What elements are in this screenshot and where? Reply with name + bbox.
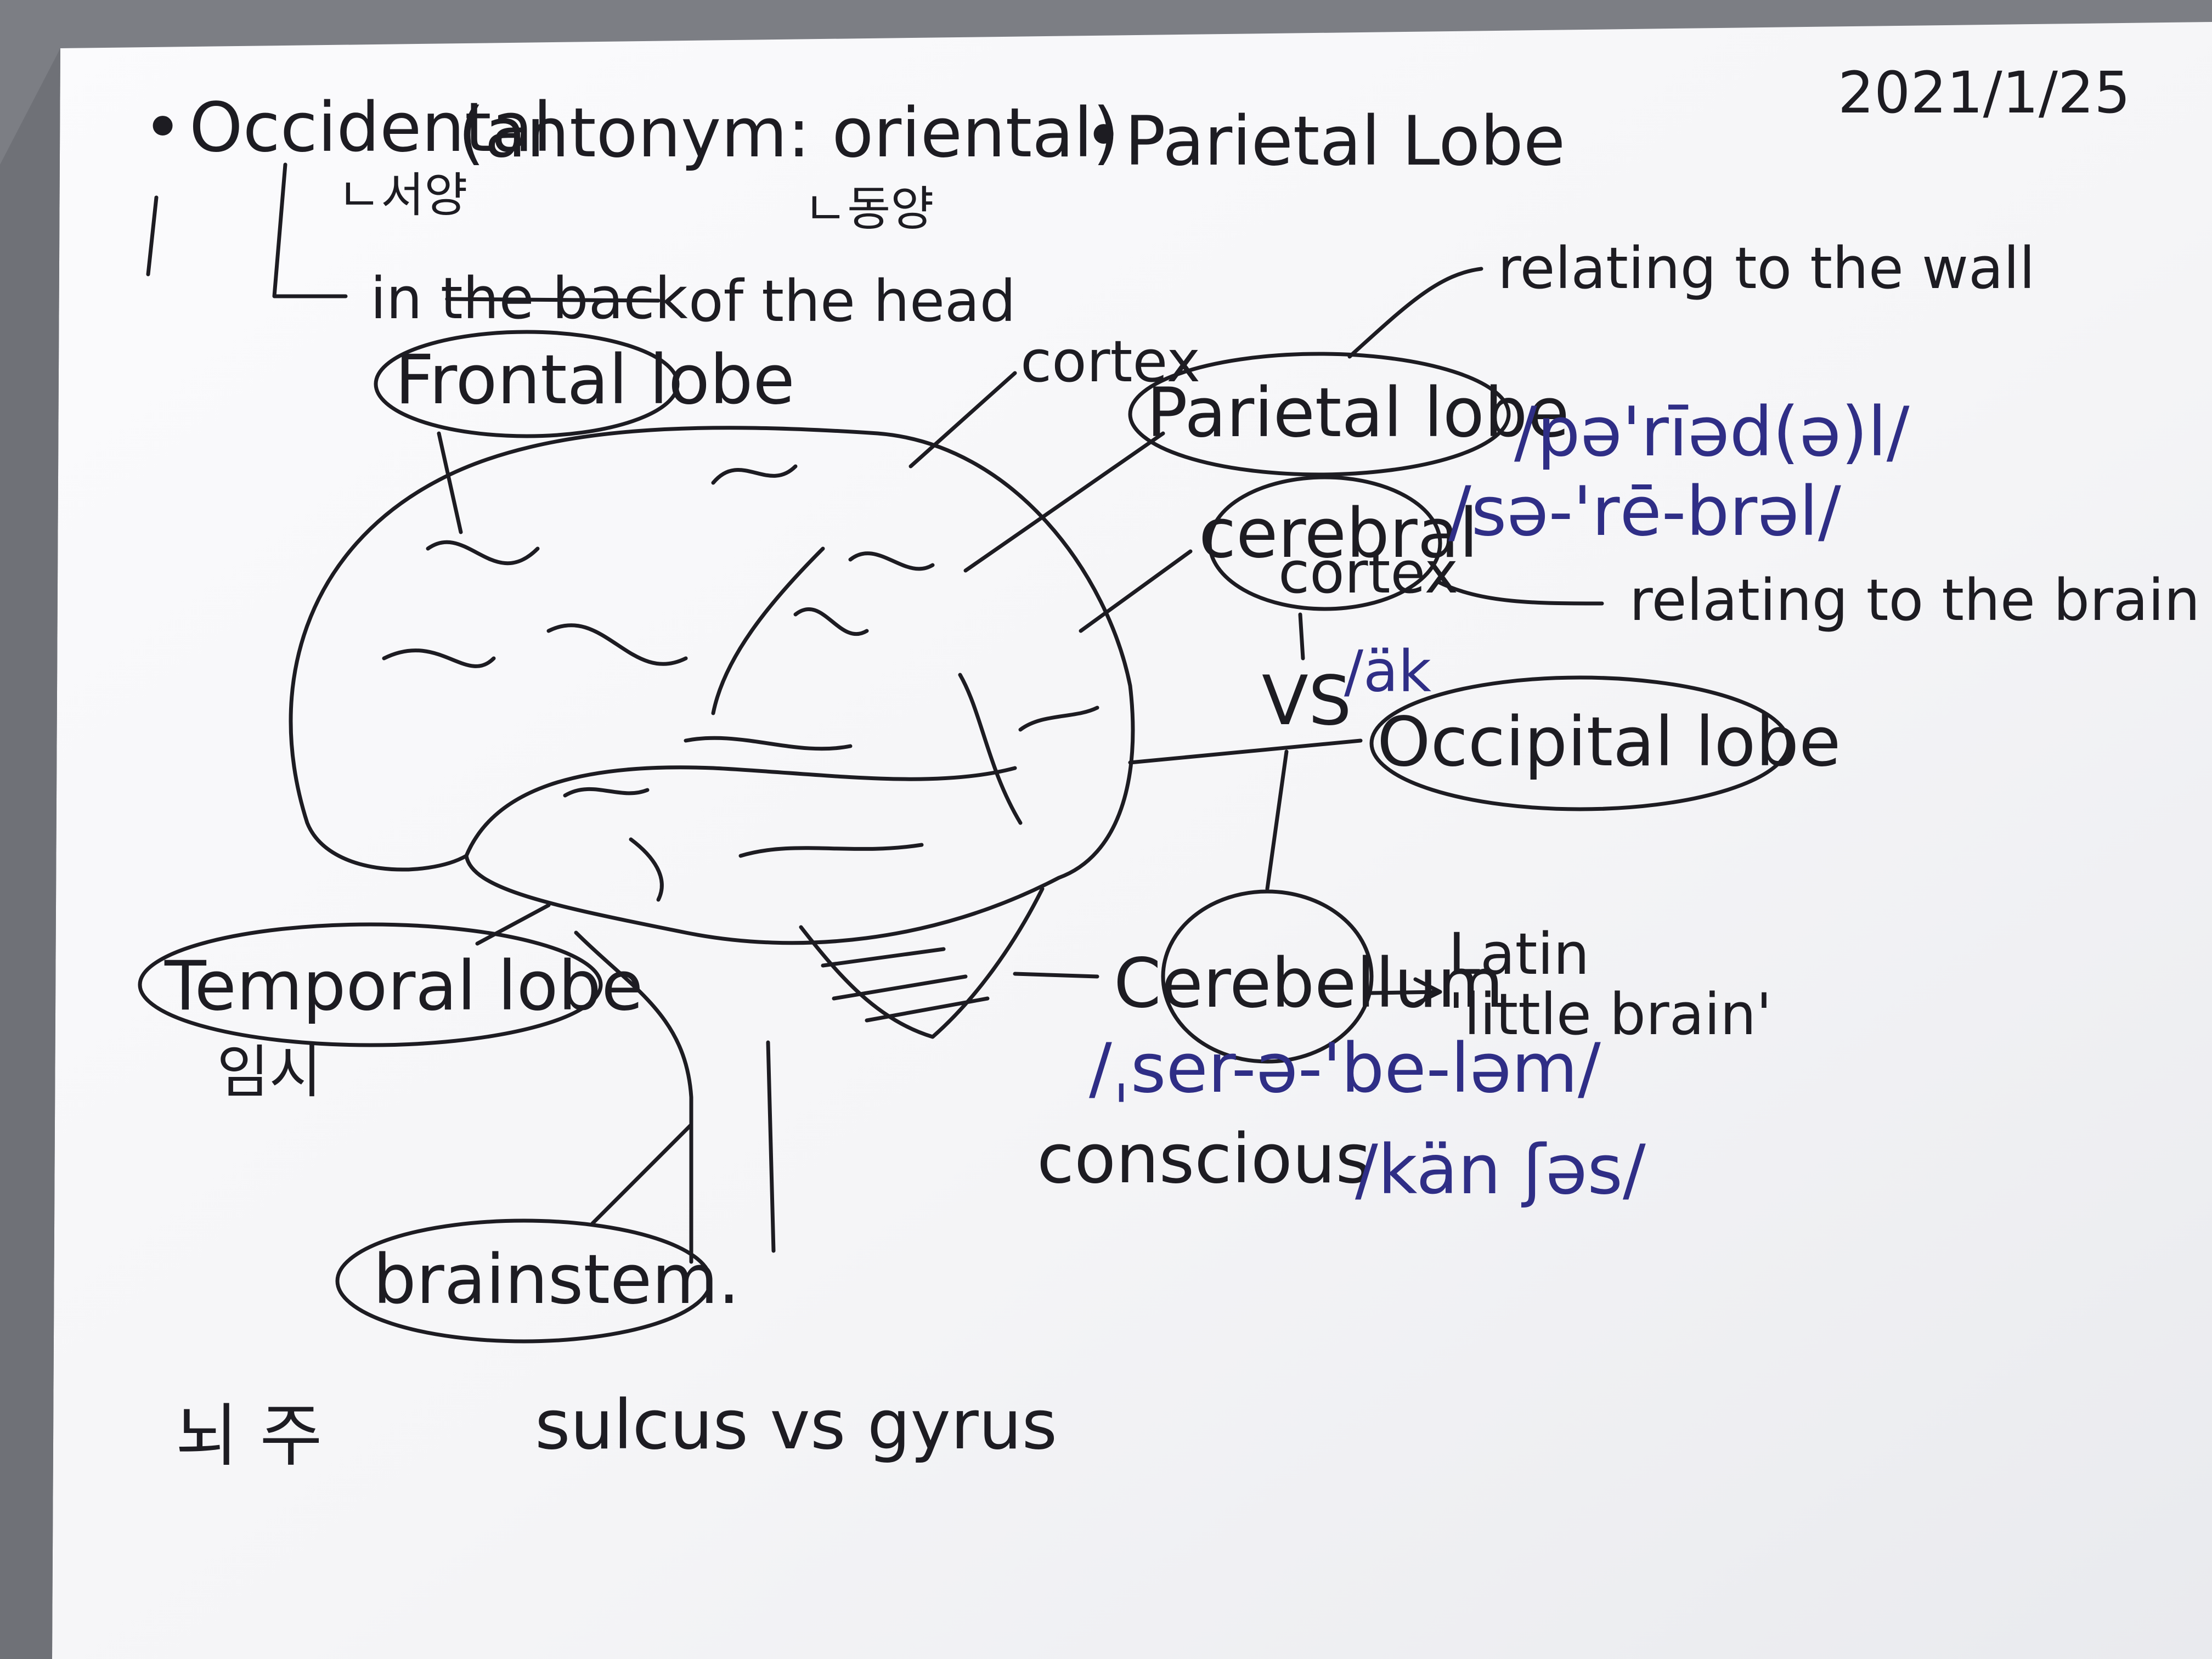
parietal-bullet: • [1084,97,1124,176]
occidental-bullet: • [143,88,183,167]
wall-meaning: relating to the wall [1498,235,2035,302]
cerebral-label: cerebral [1199,494,1478,573]
parietal-lobe-oval [1128,352,1511,477]
brainstem-label: brainstem. [373,1240,740,1319]
temporal-korean: 임시 [217,1039,321,1105]
paper-shadow [0,48,60,1659]
occidental-word: Occidental [189,88,552,167]
parietal-heading: Parietal Lobe [1125,102,1565,181]
sulcus-gyrus: sulcus vs gyrus [535,1386,1057,1465]
latin-arrow [1369,977,1442,1006]
cerebral-leader [1079,549,1193,633]
cerebellum-ipa: /ˌser-ə-'be-ləm/ [1089,1029,1601,1108]
wall-leader [1347,267,1483,359]
cerebellum-leader [1013,972,1099,979]
korean-bottom: 뇌 주 [176,1397,323,1476]
latin-label: Latin [1448,921,1589,988]
parietal-leader [963,431,1165,573]
temporal-lobe-label: Temporal lobe [164,947,643,1026]
brain-sketch [289,426,1135,1264]
frontal-lobe-oval [374,330,680,438]
vs-leader [1298,612,1305,661]
cerebellum-oval [1161,889,1374,1064]
brainstem-leader [590,1122,693,1226]
occidental-antonym: (antonym: oriental) [458,94,1119,173]
date-text: 2021/1/25 [1838,59,2130,126]
strike-line [445,297,661,303]
cerebral-ipa: /sə-'rē-brəl/ [1448,472,1841,551]
temporal-leader [475,903,551,946]
vertical-leader [1265,749,1289,891]
temporal-lobe-oval [138,922,603,1047]
back-of-head-text: of the head [689,268,1016,335]
brain-meaning-leader [1435,579,1604,606]
little-brain: 'little brain' [1448,981,1772,1048]
cerebellum-label: Cerebellum [1114,944,1504,1023]
cerebral-cortex-oval [1207,475,1442,611]
oriental-korean: ㄴ동양 [804,182,934,236]
frontal-lobe-label: Frontal lobe [395,341,795,420]
cerebral-sublabel: cortex [1278,539,1458,606]
margin-tick [146,195,159,276]
cortex-leader [909,371,1017,469]
brain-meaning: relating to the brain [1629,567,2200,634]
occidental-korean: ㄴ서양 [337,168,467,223]
parietal-lobe-label: Parietal lobe [1147,374,1570,453]
frontal-leader [437,431,463,534]
occipital-lobe-oval [1369,675,1791,811]
vs-text: VS [1262,662,1352,741]
vs-ipa: /äk [1344,638,1431,705]
brainstem-oval [335,1218,713,1344]
parietal-ipa: /pə'rīəd(ə)l/ [1514,393,1910,472]
occidental-bracket [272,162,348,298]
conscious-ipa: /kän ʃəs/ [1355,1131,1646,1210]
occipital-leader [1128,738,1363,765]
conscious-text: conscious [1037,1120,1371,1199]
cortex-label: cortex [1020,328,1200,395]
occipital-lobe-label: Occipital lobe [1377,703,1841,782]
